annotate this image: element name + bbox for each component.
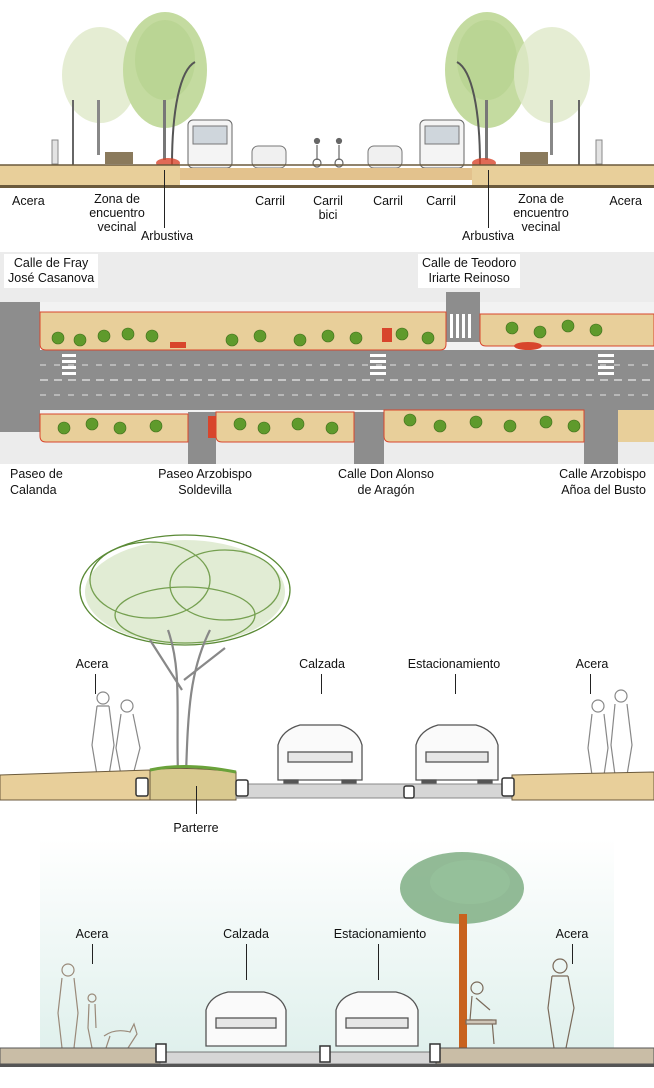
pedestrian-right-s3 [547,958,575,1049]
road-surface [235,783,513,799]
leader-acera-right-s3 [572,944,573,964]
planting-strip-top [39,311,447,351]
leader-estacionamiento-s2 [455,674,456,694]
street-anoa-busto: Calle Arzobispo Añoa del Busto [559,467,646,497]
street-paseo-calanda: Paseo de Calanda [10,467,63,497]
cyclists [312,137,344,168]
lamp-post-left [171,61,196,166]
street-paseo-soldevilla: Paseo Arzobispo Soldevilla [158,467,252,497]
plan-trees-top [51,319,603,347]
label-carril-3: Carril [426,194,456,208]
person-right [595,139,603,165]
sky-wash [40,838,614,1056]
leader-acera-right-s2 [590,674,591,694]
person-left [51,139,59,165]
pedestrians-left-s3 [57,963,138,1049]
bench-right [520,152,548,164]
label-carril-bici: Carril bici [313,194,343,222]
label-arbustiva-right: Arbustiva [461,229,515,243]
cross-street-aragon [354,412,384,464]
car-estacionamiento [415,724,499,791]
street-fray-casanova: Calle de Fray José Casanova [4,254,99,288]
ground-right [511,771,654,801]
label-acera-right-s2: Acera [575,657,609,671]
pole-left [72,100,74,165]
ground-right-s3 [435,1047,654,1065]
label-zona-left: Zona de encuentro vecinal [89,192,145,234]
label-calzada-s2: Calzada [299,657,345,671]
leader-parterre [196,786,197,814]
section1-illustration [0,12,654,188]
label-carril-2: Carril [373,194,403,208]
leader-estacionamiento-s3 [378,944,379,980]
leader-arbustiva-right [488,170,489,228]
leader-arbustiva-left [164,170,165,228]
parterre-ground [149,767,237,801]
label-estacionamiento-s3: Estacionamiento [333,927,427,941]
tree-canopy-fill [85,540,285,644]
label-acera-right: Acera [609,194,642,208]
label-zona-right: Zona de encuentro vecinal [513,192,569,234]
ground-left-s3 [0,1047,161,1065]
leader-calzada-s2 [321,674,322,694]
tree-trunk [149,629,226,776]
sidewalk-right [472,165,654,185]
street-don-alonso: Calle Don Alonso de Aragón [338,467,434,497]
sidewalk-left [0,165,180,185]
car-calzada [277,724,363,791]
pedestrians-right [587,689,633,776]
street-teodoro-iriarte: Calle de Teodoro Iriarte Reinoso [418,254,521,288]
leader-calzada-s3 [246,944,247,980]
label-estacionamiento-s2: Estacionamiento [407,657,501,671]
car-estacionamiento-s3 [335,991,419,1047]
bus-left [187,119,233,169]
watercolor-trunk [459,914,467,1054]
leader-acera-left-s2 [95,674,96,694]
leader-acera-left-s3 [92,944,93,964]
label-acera-left: Acera [12,194,45,208]
tree-right [445,12,529,160]
pedestrians-left [91,691,141,776]
crosswalks [62,314,614,375]
section2-illustration [0,534,654,801]
tree-canopy-lineart [79,534,291,646]
label-acera-left-s3: Acera [75,927,109,941]
label-carril-1: Carril [255,194,285,208]
tree-right-light [514,27,590,155]
lamp-post-right [456,61,481,166]
section3-illustration [0,838,654,1067]
plan-view [0,252,654,464]
label-parterre: Parterre [173,821,219,835]
label-acera-left-s2: Acera [75,657,109,671]
plan-accents [170,328,542,438]
ground-left [0,769,151,801]
tree-left [123,12,207,160]
tree-left-light [62,27,138,155]
plan-trees-bottom [57,413,581,435]
label-acera-right-s3: Acera [555,927,589,941]
label-calzada-s3: Calzada [223,927,269,941]
pole-right [578,100,580,165]
sitting-person [465,981,497,1045]
planting-strip-bottom-mid [215,411,355,443]
bench-left [105,152,133,164]
road-s3 [159,1051,437,1065]
car-calzada-s3 [205,991,287,1047]
label-arbustiva-left: Arbustiva [140,229,194,243]
planting-strip-bottom-right [383,409,585,443]
bus-right [419,119,465,169]
grass [149,764,237,774]
cross-street-busto [584,402,618,464]
road [180,168,472,180]
